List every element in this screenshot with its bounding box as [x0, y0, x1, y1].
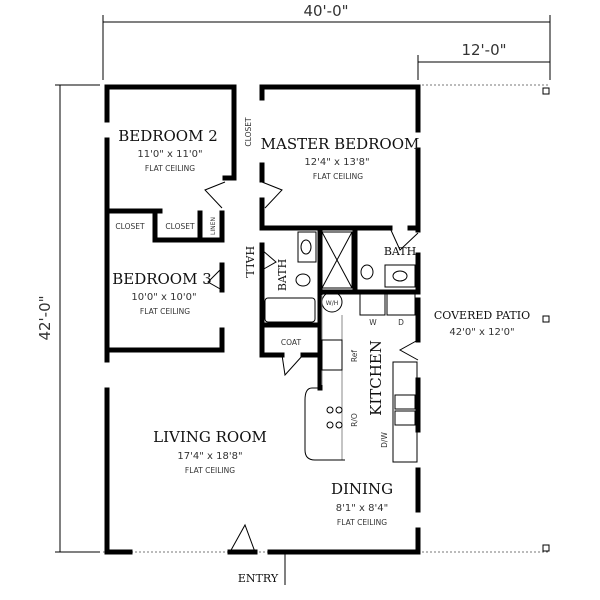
linen-label: LINEN — [210, 217, 217, 235]
entry-label: ENTRY — [238, 572, 279, 585]
living-room-ceiling: FLAT CEILING — [185, 466, 235, 475]
washer-label: W — [369, 318, 377, 327]
bedroom3-ceiling: FLAT CEILING — [140, 307, 190, 316]
dining-ceiling: FLAT CEILING — [337, 518, 387, 527]
patio-label: COVERED PATIO — [434, 309, 530, 322]
master-bath-door — [389, 227, 419, 251]
bedroom2-size: 11'0" x 11'0" — [137, 149, 202, 160]
dishwasher-label: D/W — [380, 432, 389, 448]
bedroom2-label: BEDROOM 2 — [118, 127, 218, 145]
coat-label: COAT — [281, 338, 302, 347]
range-label: R/O — [350, 413, 359, 427]
bath-door — [261, 249, 277, 271]
bath-label: BATH — [276, 259, 289, 291]
bedroom3-size: 10'0" x 10'0" — [131, 292, 196, 303]
refrigerator-label: Ref — [350, 350, 359, 362]
master-door — [261, 181, 283, 209]
bedroom2-ceiling: FLAT CEILING — [145, 164, 195, 173]
master-closet-label: CLOSET — [244, 117, 253, 147]
closet2-label: CLOSET — [165, 222, 195, 231]
fixtures — [264, 231, 418, 463]
kitchen-label: KITCHEN — [367, 340, 385, 416]
master-bedroom-size: 12'4" x 13'8" — [304, 157, 369, 168]
patio-outline — [103, 84, 550, 553]
master-bath-label: BATH — [384, 245, 416, 258]
living-room-size: 17'4" x 18'8" — [177, 451, 242, 462]
dimension-lines — [55, 15, 551, 553]
coat-door — [281, 354, 304, 377]
bedroom3-door — [207, 267, 223, 291]
dining-label: DINING — [331, 480, 393, 498]
dining-size: 8'1" x 8'4" — [336, 503, 388, 514]
living-room-label: LIVING ROOM — [153, 428, 267, 446]
entry-door — [229, 523, 256, 553]
dryer-label: D — [398, 318, 404, 327]
master-bedroom-ceiling: FLAT CEILING — [313, 172, 363, 181]
overall-width-dim: 40'-0" — [303, 2, 348, 20]
walls — [104, 84, 421, 555]
master-bedroom-label: MASTER BEDROOM — [261, 135, 420, 153]
bedroom3-label: BEDROOM 3 — [112, 270, 212, 288]
water-heater-label: W/H — [326, 300, 338, 307]
closet1-label: CLOSET — [115, 222, 145, 231]
doors — [204, 181, 419, 585]
overall-depth-dim: 42'-0" — [36, 295, 54, 340]
bedroom2-door — [204, 181, 226, 209]
patio-width-dim: 12'-0" — [461, 41, 506, 59]
patio-door — [398, 339, 419, 361]
hall-label: HALL — [243, 246, 256, 279]
patio-size: 42'0" x 12'0" — [449, 327, 514, 338]
